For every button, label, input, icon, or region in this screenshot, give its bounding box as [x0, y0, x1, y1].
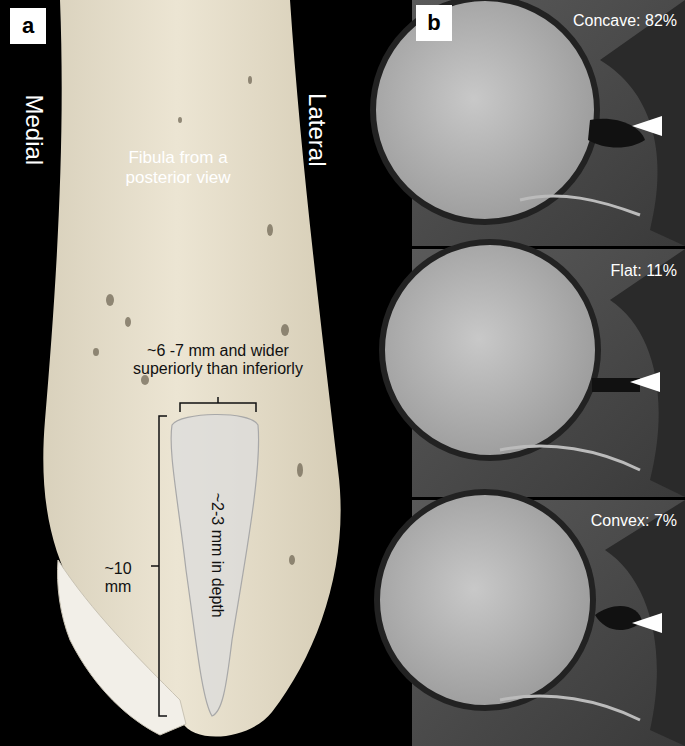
- dimension-label: ~2-3 mm in depth: [207, 493, 225, 618]
- shape-percentage: Flat: 11%: [611, 262, 677, 280]
- mri-image: [382, 242, 685, 497]
- mri-image: [373, 0, 685, 246]
- panel-background: [0, 0, 408, 746]
- side-label: Lateral: [304, 93, 332, 166]
- dimension-label: ~10 mm: [93, 560, 143, 597]
- panel-tag: a: [10, 8, 46, 44]
- panel-letter: b: [427, 12, 440, 34]
- medial-facet: [58, 560, 187, 735]
- mri-image: [377, 492, 685, 746]
- width-bracket: [180, 397, 256, 412]
- length-bracket: [151, 416, 167, 716]
- peroneal-groove: [171, 414, 259, 716]
- shape-percentage: Convex: 7%: [591, 512, 677, 530]
- dimension-label: ~6 -7 mm and wider superiorly than infer…: [131, 342, 306, 379]
- panel-tag: b: [416, 5, 452, 41]
- shape-percentage: Concave: 82%: [573, 12, 677, 30]
- side-label: Medial: [20, 95, 48, 166]
- view-label: Fibula from a posterior view: [103, 148, 253, 187]
- panel-letter: a: [22, 15, 34, 37]
- fibula-bone: [43, 0, 340, 737]
